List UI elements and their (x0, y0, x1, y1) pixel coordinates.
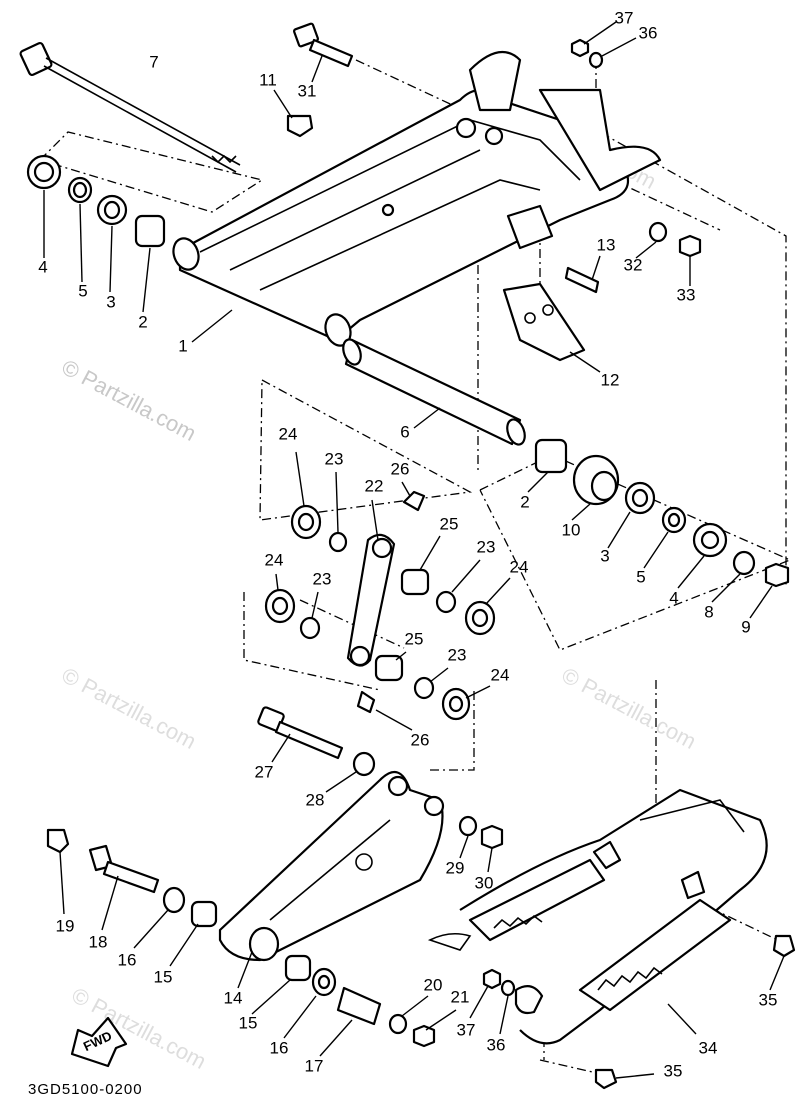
callout-l11: 11 (259, 70, 277, 89)
callout-l23c: 23 (477, 537, 496, 556)
callout-l10: 10 (562, 520, 581, 539)
callout-l4a: 4 (38, 257, 47, 276)
relay-arm (218, 770, 445, 989)
callout-l35b: 35 (664, 1061, 683, 1080)
diagram-code: 3GD5100-0200 (28, 1081, 143, 1098)
callout-l24a: 24 (279, 424, 298, 443)
callout-l3a: 3 (106, 292, 115, 311)
bolt-11 (273, 89, 314, 138)
right-bushings (527, 438, 790, 619)
watermark-right: © Partzilla.com (558, 662, 701, 754)
callout-l1: 1 (178, 336, 187, 355)
left-bushings (26, 154, 233, 343)
callout-l32: 32 (624, 255, 643, 274)
callout-l19: 19 (56, 916, 75, 935)
callout-l6: 6 (400, 422, 409, 441)
callout-l23b: 23 (313, 569, 332, 588)
callout-l26b: 26 (411, 730, 430, 749)
relay-arm-hardware-left (46, 828, 218, 967)
callout-l2b: 2 (520, 492, 529, 511)
callout-l23a: 23 (325, 449, 344, 468)
swingarm (172, 50, 662, 347)
callout-l4b: 4 (669, 588, 678, 607)
footrest-bar (427, 788, 768, 1045)
washer-nut-32-33 (635, 221, 702, 286)
callout-l16b: 16 (270, 1038, 289, 1057)
collar-6 (342, 338, 526, 446)
watermark-main: © Partzilla.com (58, 354, 201, 446)
washer-nut-36-37-top (570, 21, 637, 69)
callout-l37a: 37 (615, 8, 634, 27)
callout-l14: 14 (224, 988, 243, 1007)
callout-l9: 9 (741, 617, 750, 636)
callout-l5a: 5 (78, 281, 87, 300)
callout-l33: 33 (677, 285, 696, 304)
callout-l15b: 15 (239, 1013, 258, 1032)
callout-l18: 18 (89, 932, 108, 951)
callout-l2a: 2 (138, 312, 147, 331)
callout-l36a: 36 (639, 23, 658, 42)
watermark-left: © Partzilla.com (58, 662, 201, 754)
pivot-bolt (19, 42, 241, 173)
callout-l35a: 35 (759, 990, 778, 1009)
callout-l17: 17 (305, 1056, 324, 1075)
callout-l24d: 24 (491, 665, 510, 684)
bolt-31 (292, 22, 354, 83)
callout-l15a: 15 (154, 967, 173, 986)
callout-l23d: 23 (448, 645, 467, 664)
callout-l12: 12 (601, 370, 620, 389)
callout-l29: 29 (446, 858, 465, 877)
callout-l22: 22 (365, 476, 384, 495)
callout-l28: 28 (306, 790, 325, 809)
callout-l20: 20 (424, 975, 443, 994)
callout-l7: 7 (149, 52, 158, 71)
connecting-rod (264, 451, 511, 731)
callout-l36b: 36 (487, 1035, 506, 1054)
callout-l26a: 26 (391, 459, 410, 478)
callout-l25a: 25 (440, 514, 459, 533)
callout-l13: 13 (597, 235, 616, 254)
callout-l3b: 3 (600, 546, 609, 565)
callout-l34: 34 (699, 1038, 718, 1057)
callout-labels: 1223344556789101112131415151616171819202… (38, 8, 777, 1080)
callout-l37b: 37 (457, 1020, 476, 1039)
callout-l8: 8 (704, 602, 713, 621)
washer-nut-29-30 (458, 815, 504, 873)
chain-guide (502, 204, 601, 373)
relay-arm-hardware-right (251, 954, 457, 1057)
callout-l16a: 16 (118, 950, 137, 969)
callout-l24c: 24 (510, 557, 529, 576)
bolt-27-28 (257, 706, 376, 793)
callout-l21: 21 (451, 987, 470, 1006)
callout-l27: 27 (255, 762, 274, 781)
callout-l31: 31 (298, 81, 317, 100)
callout-l25b: 25 (405, 629, 424, 648)
footrest-hardware (469, 934, 796, 1090)
callout-l5b: 5 (636, 567, 645, 586)
callout-l30: 30 (475, 873, 494, 892)
callout-l24b: 24 (265, 550, 284, 569)
